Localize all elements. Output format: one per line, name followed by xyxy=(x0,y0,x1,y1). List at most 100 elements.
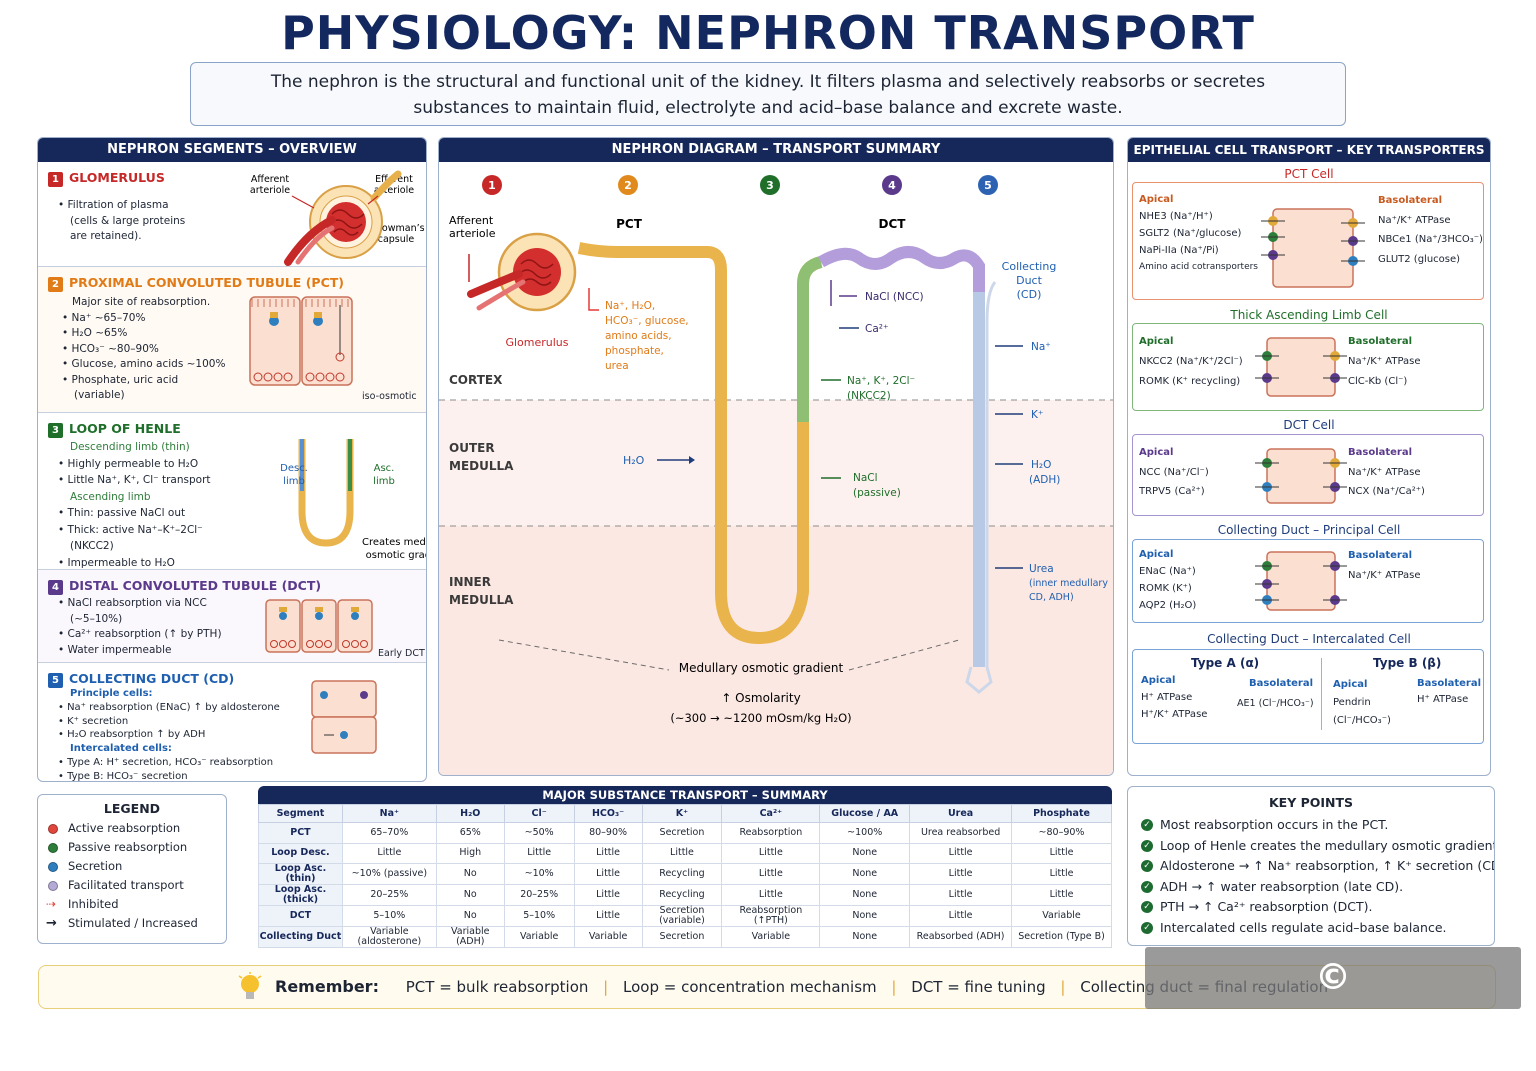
nucleus xyxy=(325,372,335,382)
text-line: • Na⁺ reabsorption (ENaC) ↑ by aldostero… xyxy=(58,701,280,713)
summary-header: MAJOR SUBSTANCE TRANSPORT – SUMMARY xyxy=(258,786,1112,804)
transport-arrows xyxy=(1255,462,1347,488)
transporter-icon xyxy=(351,612,359,620)
transporter-icon xyxy=(320,691,328,699)
pct-substance-text: amino acids, xyxy=(605,330,672,342)
subheading: Intercalated cells: xyxy=(70,743,172,755)
table-cell: 20–25% xyxy=(503,884,575,906)
segment-title-text: DISTAL CONVOLUTED TUBULE (DCT) xyxy=(69,578,322,593)
na-label: Na⁺ xyxy=(1031,341,1051,353)
column-header: Glucose / AA xyxy=(819,804,911,823)
segment-number: 5 xyxy=(48,673,63,688)
table-cell: 5–10% xyxy=(503,905,575,927)
apical-label: Apical xyxy=(1139,336,1174,347)
segment-number-4 xyxy=(882,175,902,195)
table-cell: Little xyxy=(721,863,821,885)
osmolarity-label: ↑ Osmolarity xyxy=(721,691,800,705)
gradient-label: Medullary osmotic gradient xyxy=(679,661,844,675)
pct-label: PCT xyxy=(616,217,643,231)
check-icon: ✓ xyxy=(1141,860,1153,872)
table-cell: 5–10% xyxy=(341,905,437,927)
row-header-cell: Loop Asc. (thick) xyxy=(258,884,343,906)
table-cell: Little xyxy=(641,842,723,864)
remember-item-pct: PCT = bulk reabsorption xyxy=(405,978,589,996)
inner-medulla-label-2: MEDULLA xyxy=(449,593,514,607)
ca-label: Ca²⁺ xyxy=(865,323,889,335)
epithelial-header: EPITHELIAL CELL TRANSPORT – KEY TRANSPOR… xyxy=(1128,138,1490,162)
table-cell: None xyxy=(819,884,911,906)
dct-cell-illustration xyxy=(1255,448,1347,504)
transporter-label: NKCC2 (Na⁺/K⁺/2Cl⁻) xyxy=(1139,356,1243,367)
h2o-label: H₂O xyxy=(623,454,645,467)
check-icon: ✓ xyxy=(1141,819,1153,831)
nucleus xyxy=(305,372,315,382)
separator: | xyxy=(1060,978,1066,996)
principal-cell-title: Collecting Duct – Principal Cell xyxy=(1217,523,1401,537)
table-cell: Reabsorption xyxy=(721,822,821,844)
column-header: Urea xyxy=(909,804,1013,823)
table-cell: Variable (ADH) xyxy=(435,926,505,948)
transporter-label: AQP2 (H₂O) xyxy=(1139,600,1197,611)
table-cell: Recycling xyxy=(641,863,723,885)
table-cell: Little xyxy=(909,884,1013,906)
afferent-label-2: arteriole xyxy=(449,227,496,240)
text-line: • Na⁺ ~65–70% xyxy=(62,311,146,324)
intro-box: The nephron is the structural and functi… xyxy=(190,62,1346,126)
lightbulb-icon xyxy=(238,972,262,999)
keypoint-text: ADH → ↑ water reabsorption (late CD). xyxy=(1160,878,1404,894)
text-line: • H₂O ~65% xyxy=(62,327,128,339)
segment-text: Major site of reabsorption. • Na⁺ ~65–70… xyxy=(62,295,225,404)
tubule-dct xyxy=(817,246,985,662)
pct-cells-illustration xyxy=(249,296,353,386)
afferent-label: Afferent xyxy=(449,214,494,227)
type-b-basolateral: Basolateral H⁺ ATPase xyxy=(1417,676,1481,708)
afferent-label: Afferent xyxy=(251,174,289,185)
text-line: • Thick: active Na⁺–K⁺–2Cl⁻ xyxy=(58,523,203,536)
watermark: © Medpulselq.com xyxy=(1145,947,1521,1060)
nucleus xyxy=(283,372,293,382)
overview-header: NEPHRON SEGMENTS – OVERVIEW xyxy=(38,138,426,162)
k-label: K⁺ xyxy=(1031,409,1043,421)
capillary-loops xyxy=(518,259,554,286)
principal-cell-illustration xyxy=(1255,551,1347,611)
dct-label: DCT xyxy=(879,217,907,231)
text-line: • Ca²⁺ reabsorption (↑ by PTH) xyxy=(58,628,222,640)
transporter-icon xyxy=(279,612,287,620)
column-header: HCO₃⁻ xyxy=(573,804,643,823)
subheading: Ascending limb xyxy=(70,490,151,503)
pct-cell-shape xyxy=(301,296,353,386)
number-text: 1 xyxy=(488,179,496,192)
page-title: PHYSIOLOGY: NEPHRON TRANSPORT xyxy=(281,6,1255,60)
text-line: • Phosphate, uric acid xyxy=(62,373,179,386)
table-cell: Urea reabsorbed xyxy=(909,822,1013,844)
text-line: (cells & large proteins xyxy=(70,214,186,227)
transporter-label: SGLT2 (Na⁺/glucose) xyxy=(1139,228,1242,239)
keypoint-text: Most reabsorption occurs in the PCT. xyxy=(1160,817,1389,832)
segment-title-text: LOOP OF HENLE xyxy=(69,421,181,436)
epithelial-panel: EPITHELIAL CELL TRANSPORT – KEY TRANSPOR… xyxy=(1127,137,1491,776)
column-header: K⁺ xyxy=(641,804,723,823)
type-b-apical: Apical Pendrin (Cl⁻/HCO₃⁻) xyxy=(1333,676,1391,730)
early-dct-label: Early DCT xyxy=(378,648,425,659)
segment-title-text: COLLECTING DUCT (CD) xyxy=(69,671,235,686)
principal-apical: Apical ENaC (Na⁺) ROMK (K⁺) AQP2 (H₂O) xyxy=(1139,546,1196,614)
transporter-icon xyxy=(314,312,322,318)
text-line: Major site of reabsorption. xyxy=(72,296,211,308)
afferent-pointer xyxy=(291,195,315,209)
dct-cell-title: DCT Cell xyxy=(1283,418,1335,432)
table-cell: None xyxy=(819,863,911,885)
apical-label: Apical xyxy=(1139,447,1174,458)
row-header-cell: DCT xyxy=(258,905,343,927)
legend-dot-icon xyxy=(48,824,58,834)
text-line: • HCO₃⁻ ~80–90% xyxy=(62,342,159,355)
legend-item: →Stimulated / Increased xyxy=(38,914,226,933)
cell-shape xyxy=(1266,551,1336,611)
intro-line-1: The nephron is the structural and functi… xyxy=(270,72,1266,92)
transporter-label: NaPi-IIa (Na⁺/Pi) xyxy=(1139,245,1219,256)
segment-text: • NaCl reabsorption via NCC (~5–10%) • C… xyxy=(58,596,222,658)
nucleus xyxy=(273,372,283,382)
keypoints-title: KEY POINTS xyxy=(1268,795,1354,810)
text-line: (variable) xyxy=(74,389,125,401)
